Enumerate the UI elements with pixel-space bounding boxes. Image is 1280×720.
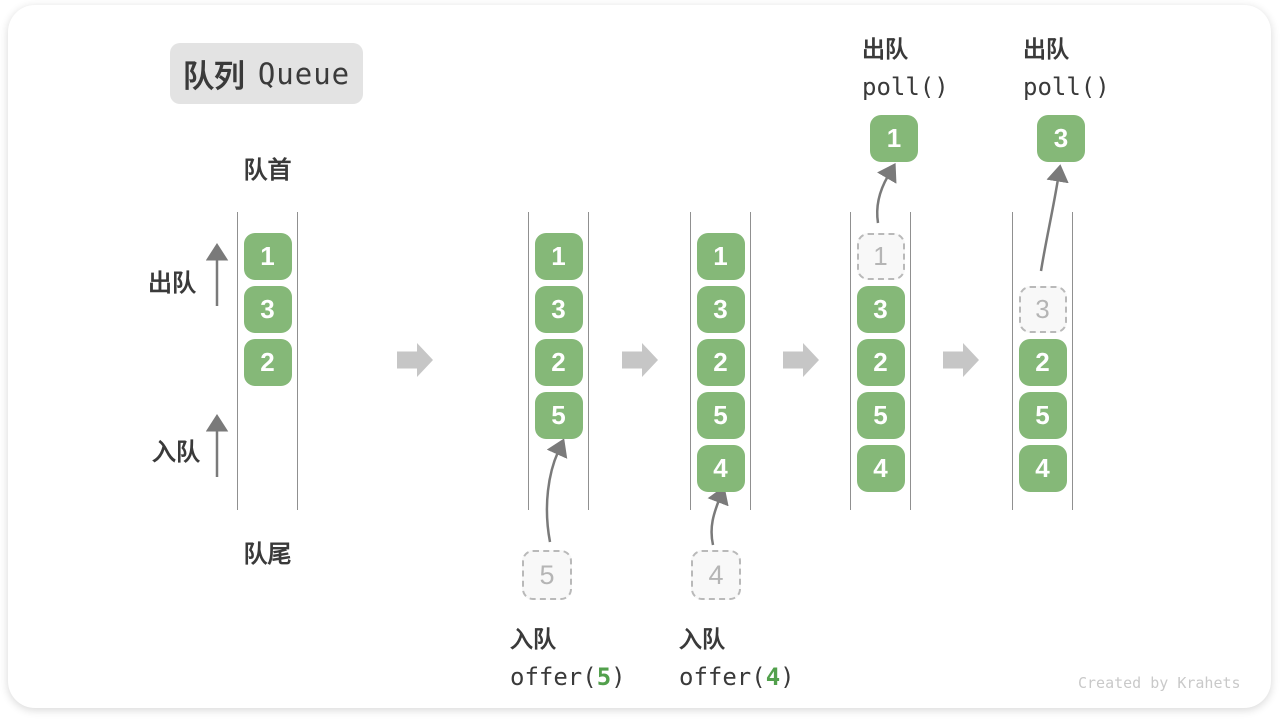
queue-item: 2 — [243, 339, 292, 386]
queue-column-4 — [850, 212, 911, 510]
queue-column-2 — [528, 212, 589, 510]
queue-item: 5 — [696, 392, 745, 439]
poll-second-code: poll() — [1023, 73, 1110, 101]
poll-first-label-zh: 出队 — [862, 36, 908, 62]
pending-enqueue-item-5: 5 — [522, 550, 572, 600]
queue-item: 4 — [856, 445, 905, 492]
queue-item: 2 — [696, 339, 745, 386]
queue-item: 1 — [243, 233, 292, 280]
queue-item: 3 — [696, 286, 745, 333]
offer-5-code-pre: offer( — [510, 663, 597, 691]
title-zh: 队列 — [182, 59, 245, 94]
poll-second-label: 出队 poll() — [1023, 30, 1110, 101]
next-state-arrow-4 — [943, 343, 979, 377]
queue-item: 2 — [856, 339, 905, 386]
queue-item: 1 — [696, 233, 745, 280]
offer-5-label-zh: 入队 — [510, 626, 556, 652]
queue-column-1 — [237, 212, 298, 510]
title-en: Queue — [257, 56, 351, 91]
offer-5-label: 入队 offer(5) — [510, 620, 626, 691]
queue-item: 5 — [856, 392, 905, 439]
queue-item: 2 — [534, 339, 583, 386]
dequeued-item-1: 1 — [870, 115, 918, 162]
offer-4-code-arg: 4 — [765, 663, 781, 691]
queue-column-3 — [690, 212, 751, 510]
poll-first-code: poll() — [862, 73, 949, 101]
queue-rear-label: 队尾 — [243, 541, 292, 568]
title-badge: 队列 Queue — [170, 43, 363, 104]
queue-item: 1 — [534, 233, 583, 280]
offer-4-code-post: ) — [780, 663, 795, 691]
pending-enqueue-item-4: 4 — [691, 550, 741, 600]
offer-4-label: 入队 offer(4) — [679, 620, 795, 691]
queue-item: 3 — [534, 286, 583, 333]
offer-4-label-zh: 入队 — [679, 626, 725, 652]
offer-5-code-arg: 5 — [596, 663, 612, 691]
dequeued-item-3: 3 — [1037, 115, 1085, 162]
queue-item-ghost: 1 — [856, 233, 905, 280]
watermark: Created by Krahets — [1078, 674, 1241, 692]
poll-second-label-zh: 出队 — [1023, 36, 1069, 62]
dequeue-direction-label: 出队 — [148, 270, 196, 297]
next-state-arrow-3 — [783, 343, 819, 377]
queue-item: 5 — [534, 392, 583, 439]
poll-first-label: 出队 poll() — [862, 30, 949, 101]
queue-column-5 — [1012, 212, 1073, 510]
next-state-arrow-1 — [397, 343, 433, 377]
queue-item: 2 — [1018, 339, 1067, 386]
queue-front-label: 队首 — [243, 157, 292, 184]
next-state-arrow-2 — [622, 343, 658, 377]
enqueue-direction-label: 入队 — [152, 439, 200, 466]
queue-item-ghost: 3 — [1018, 286, 1067, 333]
offer-4-code-pre: offer( — [679, 663, 766, 691]
offer-4-code: offer(4) — [679, 663, 795, 691]
offer-5-code-post: ) — [611, 663, 626, 691]
queue-item: 4 — [696, 445, 745, 492]
queue-item: 3 — [243, 286, 292, 333]
queue-item: 3 — [856, 286, 905, 333]
queue-item: 4 — [1018, 445, 1067, 492]
offer-5-code: offer(5) — [510, 663, 626, 691]
queue-item: 5 — [1018, 392, 1067, 439]
